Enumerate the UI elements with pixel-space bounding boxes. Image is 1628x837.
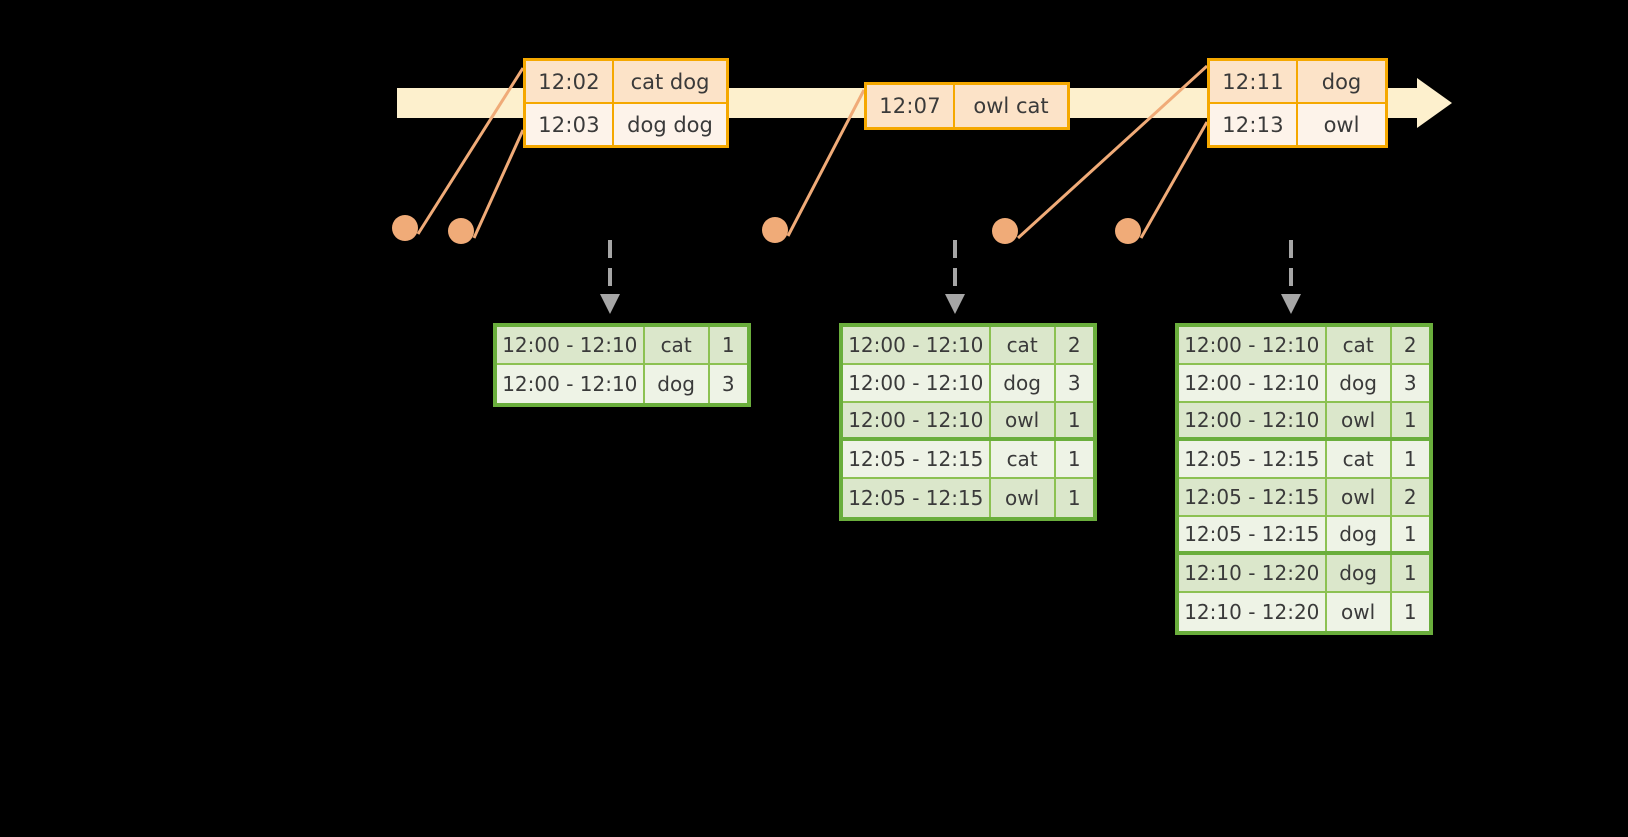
cell-count: 2 (1403, 485, 1417, 509)
cell-count: 3 (1067, 371, 1081, 395)
down-arrow-3 (1279, 240, 1303, 318)
event-row: 12:13 owl (1210, 102, 1385, 145)
down-arrow-1 (598, 240, 622, 318)
cell-key: owl (991, 479, 1056, 517)
cell-window: 12:10 - 12:20 (1179, 593, 1327, 631)
cell-count: 1 (1403, 408, 1417, 432)
cell-window: 12:10 - 12:20 (1179, 555, 1327, 591)
cell-key: owl (1327, 593, 1392, 631)
event-marker-2 (448, 218, 474, 244)
cell-count: 1 (1067, 447, 1081, 471)
cell-window: 12:00 - 12:10 (843, 403, 991, 437)
event-time: 12:03 (526, 104, 614, 145)
cell-key: cat (991, 327, 1056, 363)
event-box-1: 12:02 cat dog 12:03 dog dog (523, 58, 729, 148)
event-marker-5 (1115, 218, 1141, 244)
event-box-2: 12:07 owl cat (864, 82, 1070, 130)
cell-window: 12:00 - 12:10 (843, 365, 991, 401)
cell-key: cat (1327, 441, 1392, 477)
cell-key: cat (645, 327, 710, 363)
event-marker-4 (992, 218, 1018, 244)
event-marker-3 (762, 217, 788, 243)
cell-count: 3 (721, 372, 735, 396)
cell-key: owl (1327, 403, 1392, 437)
cell-count: 1 (1403, 447, 1417, 471)
timeline-arrowhead-icon (1417, 78, 1452, 128)
down-arrow-2 (943, 240, 967, 318)
event-row: 12:07 owl cat (867, 85, 1067, 127)
cell-key: owl (991, 403, 1056, 437)
event-row: 12:03 dog dog (526, 102, 726, 145)
event-time: 12:02 (526, 61, 614, 102)
cell-count: 1 (1403, 600, 1417, 624)
event-words: owl (1323, 112, 1360, 137)
cell-key: dog (1327, 365, 1392, 401)
cell-window: 12:05 - 12:15 (1179, 479, 1327, 515)
cell-window: 12:05 - 12:15 (843, 479, 991, 517)
event-words: dog dog (627, 112, 713, 137)
cell-window: 12:00 - 12:10 (497, 365, 645, 403)
cell-count: 3 (1403, 371, 1417, 395)
event-row: 12:02 cat dog (526, 61, 726, 102)
cell-count: 1 (721, 333, 735, 357)
cell-key: dog (1327, 555, 1392, 591)
cell-window: 12:00 - 12:10 (1179, 327, 1327, 363)
cell-count: 1 (1403, 561, 1417, 585)
cell-window: 12:05 - 12:15 (1179, 517, 1327, 551)
event-row: 12:11 dog (1210, 61, 1385, 102)
cell-key: dog (991, 365, 1056, 401)
event-words: cat dog (630, 69, 710, 94)
cell-key: cat (991, 441, 1056, 477)
event-words: dog (1321, 69, 1362, 94)
cell-count: 2 (1067, 333, 1081, 357)
cell-key: cat (1327, 327, 1392, 363)
cell-count: 1 (1067, 408, 1081, 432)
cell-count: 2 (1403, 333, 1417, 357)
cell-key: dog (645, 365, 710, 403)
cell-window: 12:00 - 12:10 (843, 327, 991, 363)
cell-count: 1 (1403, 522, 1417, 546)
event-words: owl cat (973, 94, 1049, 118)
cell-key: dog (1327, 517, 1392, 551)
connector-line-5 (1139, 121, 1209, 239)
event-box-3: 12:11 dog 12:13 owl (1207, 58, 1388, 148)
cell-window: 12:05 - 12:15 (843, 441, 991, 477)
event-time: 12:13 (1210, 104, 1298, 145)
cell-window: 12:00 - 12:10 (1179, 365, 1327, 401)
event-time: 12:07 (867, 85, 955, 127)
cell-window: 12:00 - 12:10 (497, 327, 645, 363)
cell-window: 12:00 - 12:10 (1179, 403, 1327, 437)
cell-window: 12:05 - 12:15 (1179, 441, 1327, 477)
event-time: 12:11 (1210, 61, 1298, 102)
event-marker-1 (392, 215, 418, 241)
cell-count: 1 (1067, 486, 1081, 510)
connector-line-2 (472, 129, 525, 239)
cell-key: owl (1327, 479, 1392, 515)
